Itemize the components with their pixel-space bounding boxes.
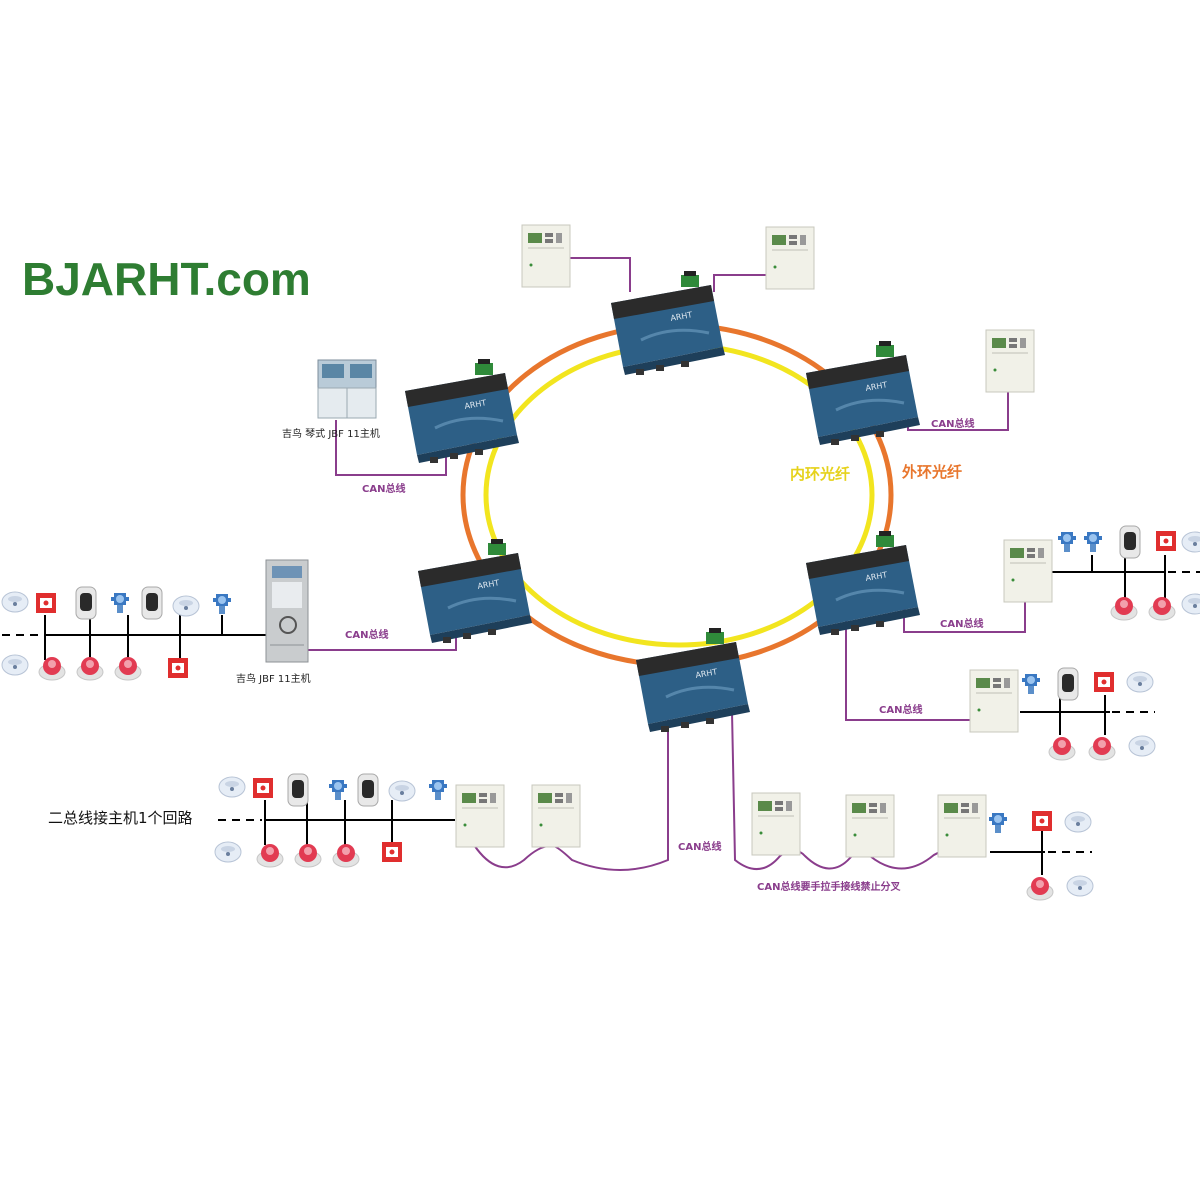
- can-bus-label: CAN总线: [940, 617, 983, 630]
- alarm-panel-icon: [845, 794, 895, 858]
- smoke-detector-icon: [1, 591, 29, 613]
- flame-detector-icon: [357, 773, 379, 807]
- upright-cabinet-host-icon: [265, 559, 309, 663]
- gas-detector-icon: [1084, 532, 1102, 552]
- smoke-detector-icon: [388, 780, 416, 802]
- manual-alarm-button-icon: [1088, 736, 1116, 761]
- manual-alarm-button-icon: [114, 656, 142, 681]
- can-bus-note-label: CAN总线要手拉手接线禁止分叉: [757, 880, 901, 893]
- two-bus-lines: [2, 555, 1200, 875]
- fiber-converter-icon: [403, 357, 521, 465]
- outer-ring-label: 外环光纤: [901, 463, 962, 481]
- smoke-detector-icon: [1126, 671, 1154, 693]
- gas-detector-icon: [1058, 532, 1076, 552]
- hydrant-button-icon: [1156, 531, 1176, 551]
- manual-alarm-button-icon: [1048, 736, 1076, 761]
- alarm-panel-icon: [985, 329, 1035, 393]
- hydrant-button-icon: [382, 842, 402, 862]
- gas-detector-icon: [329, 780, 347, 800]
- can-bus-label: CAN总线: [678, 840, 721, 853]
- fiber-converter-icon: [609, 269, 727, 377]
- manual-alarm-button-icon: [76, 656, 104, 681]
- smoke-detector-icon: [1181, 593, 1200, 615]
- alarm-panel-icon: [751, 792, 801, 856]
- manual-alarm-button-icon: [294, 843, 322, 868]
- smoke-detector-icon: [1064, 811, 1092, 833]
- desk-console-host-icon: [317, 359, 377, 419]
- manual-alarm-button-icon: [1110, 596, 1138, 621]
- alarm-panel-icon: [521, 224, 571, 288]
- gas-detector-icon: [213, 594, 231, 614]
- smoke-detector-icon: [172, 595, 200, 617]
- desk-host-label: 吉鸟 琴式 JBF 11主机: [282, 427, 380, 440]
- smoke-detector-icon: [1128, 735, 1156, 757]
- inner-ring-label: 内环光纤: [790, 465, 850, 483]
- alarm-panel-icon: [969, 669, 1019, 733]
- can-bus-wiring: [308, 257, 1026, 871]
- alarm-panel-icon: [937, 794, 987, 858]
- can-bus-label: CAN总线: [879, 703, 922, 716]
- hydrant-button-icon: [253, 778, 273, 798]
- gas-detector-icon: [111, 593, 129, 613]
- flame-detector-icon: [1057, 667, 1079, 701]
- smoke-detector-icon: [1181, 531, 1200, 553]
- fiber-converter-icon: [804, 529, 922, 637]
- two-bus-loop-label: 二总线接主机1个回路: [48, 809, 193, 827]
- fiber-converter-icon: [804, 339, 922, 447]
- hydrant-button-icon: [36, 593, 56, 613]
- alarm-panel-icon: [1003, 539, 1053, 603]
- manual-alarm-button-icon: [1148, 596, 1176, 621]
- hydrant-button-icon: [1094, 672, 1114, 692]
- can-bus-label: CAN总线: [362, 482, 405, 495]
- alarm-panel-icon: [531, 784, 581, 848]
- smoke-detector-icon: [218, 776, 246, 798]
- upright-host-label: 吉鸟 JBF 11主机: [236, 672, 311, 685]
- manual-alarm-button-icon: [332, 843, 360, 868]
- alarm-panel-icon: [765, 226, 815, 290]
- flame-detector-icon: [75, 586, 97, 620]
- smoke-detector-icon: [214, 841, 242, 863]
- gas-detector-icon: [1022, 674, 1040, 694]
- gas-detector-icon: [989, 813, 1007, 833]
- smoke-detector-icon: [1066, 875, 1094, 897]
- manual-alarm-button-icon: [256, 843, 284, 868]
- gas-detector-icon: [429, 780, 447, 800]
- smoke-detector-icon: [1, 654, 29, 676]
- flame-detector-icon: [287, 773, 309, 807]
- hydrant-button-icon: [168, 658, 188, 678]
- brand-logo: BJARHT.com: [22, 253, 311, 305]
- can-bus-label: CAN总线: [931, 417, 974, 430]
- alarm-panel-icon: [455, 784, 505, 848]
- manual-alarm-button-icon: [1026, 876, 1054, 901]
- manual-alarm-button-icon: [38, 656, 66, 681]
- flame-detector-icon: [1119, 525, 1141, 559]
- flame-detector-icon: [141, 586, 163, 620]
- hydrant-button-icon: [1032, 811, 1052, 831]
- can-bus-label: CAN总线: [345, 628, 388, 641]
